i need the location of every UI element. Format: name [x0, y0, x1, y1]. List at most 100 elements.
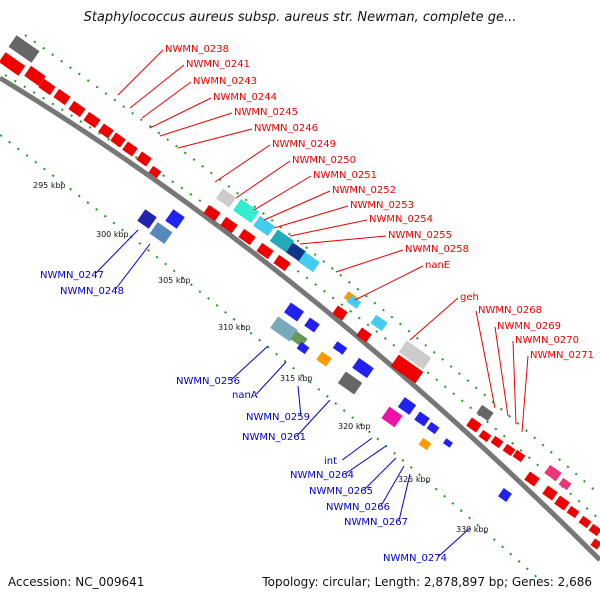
label-leader — [141, 81, 192, 119]
label-leader — [354, 265, 424, 301]
gene-arrow — [290, 330, 308, 348]
gene-arrow — [544, 464, 562, 482]
gene-label-reverse: NWMN_0259 — [246, 412, 310, 423]
scale-tick-label: 300 kbp — [96, 230, 129, 239]
gene-arrow — [203, 204, 221, 222]
label-leader — [114, 243, 151, 291]
dotted-tracks — [0, 34, 600, 581]
gene-arrow — [216, 188, 236, 208]
gene-arrow — [284, 302, 304, 322]
gene-layer — [0, 35, 600, 550]
gene-arrow — [273, 254, 291, 272]
gene-label-forward: NWMN_0243 — [193, 76, 257, 87]
label-leader — [296, 399, 331, 437]
gene-arrow — [414, 411, 430, 427]
gene-arrow — [149, 222, 173, 244]
gene-label-forward: NWMN_0249 — [272, 139, 336, 150]
label-leader — [230, 345, 269, 381]
gene-label-forward: NWMN_0251 — [313, 170, 377, 181]
gene-arrow — [466, 417, 482, 433]
gene-arrow — [558, 477, 572, 491]
gene-label-forward: NWMN_0268 — [478, 305, 542, 316]
gene-label-forward: NWMN_0241 — [186, 59, 250, 70]
gene-arrow — [122, 141, 138, 157]
gene-arrow — [136, 151, 152, 167]
scale-tick-label: 310 kbp — [218, 323, 251, 332]
gene-arrow — [498, 488, 512, 502]
gene-label-reverse: nanA — [232, 390, 258, 401]
gene-arrow — [137, 209, 157, 229]
gene-arrow — [502, 443, 516, 457]
gene-label-forward: nanE — [425, 260, 450, 271]
gene-arrow — [397, 397, 417, 415]
label-leader — [129, 64, 185, 109]
gene-arrow — [590, 538, 600, 550]
label-layer: NWMN_0238NWMN_0241NWMN_0243NWMN_0244NWMN… — [40, 44, 594, 564]
gene-label-forward: NWMN_0269 — [497, 321, 561, 332]
label-leader — [494, 326, 509, 417]
label-leader — [273, 205, 349, 229]
gene-arrow — [256, 242, 274, 260]
gene-label-reverse: NWMN_0247 — [40, 270, 104, 281]
gene-arrow — [332, 305, 348, 321]
scale-tick-label: 320 kbp — [338, 422, 371, 431]
gene-label-forward: geh — [460, 292, 479, 303]
gene-label-forward: NWMN_0250 — [292, 155, 356, 166]
gene-arrow — [8, 35, 40, 63]
gene-label-reverse: int — [324, 456, 337, 467]
gene-arrow — [232, 198, 260, 224]
label-leader — [521, 355, 529, 433]
gene-arrow — [554, 495, 570, 511]
label-leader — [177, 128, 253, 149]
gene-label-forward: NWMN_0254 — [369, 214, 433, 225]
gene-label-forward: NWMN_0252 — [332, 185, 396, 196]
gene-label-forward: NWMN_0246 — [254, 123, 318, 134]
gene-arrow — [478, 429, 492, 443]
gene-arrow — [269, 229, 295, 253]
scale-tick-label: 305 kbp — [158, 276, 191, 285]
label-leader — [263, 190, 331, 221]
label-leader — [214, 144, 271, 183]
label-leader — [363, 457, 397, 491]
gene-arrow — [0, 52, 26, 76]
gene-label-reverse: NWMN_0248 — [60, 286, 124, 297]
label-leader — [398, 473, 411, 522]
label-lines — [94, 49, 529, 558]
gene-arrow — [426, 421, 440, 435]
gene-label-reverse: NWMN_0264 — [290, 470, 354, 481]
gene-arrow — [53, 88, 71, 106]
label-leader — [117, 49, 164, 96]
gene-label-forward: NWMN_0238 — [165, 44, 229, 55]
gene-label-reverse: NWMN_0266 — [326, 502, 390, 513]
label-leader — [235, 160, 291, 199]
gene-label-forward: NWMN_0258 — [405, 244, 469, 255]
gene-label-reverse: NWMN_0267 — [344, 517, 408, 528]
gene-arrow — [316, 351, 332, 367]
gene-arrow — [337, 371, 363, 395]
label-leader — [475, 310, 496, 409]
gene-label-reverse: NWMN_0274 — [383, 553, 447, 564]
gene-label-reverse: NWMN_0265 — [309, 486, 373, 497]
label-leader — [253, 175, 312, 211]
label-leader — [342, 437, 373, 461]
gene-arrow — [524, 471, 540, 487]
outer-track-1 — [24, 34, 600, 496]
gene-arrow — [304, 317, 320, 333]
label-leader — [159, 112, 233, 137]
gene-label-reverse: NWMN_0256 — [176, 376, 240, 387]
gene-arrow — [381, 406, 403, 428]
gene-arrow — [296, 341, 310, 355]
gene-arrow — [566, 505, 580, 519]
label-leader — [149, 97, 212, 129]
gene-arrow — [512, 449, 526, 463]
label-leader — [256, 361, 287, 395]
gene-arrow — [390, 354, 424, 384]
gene-arrow — [68, 100, 86, 118]
gene-arrow — [148, 165, 162, 179]
gene-arrow — [476, 404, 494, 422]
label-leader — [409, 297, 459, 341]
gene-arrow — [298, 251, 320, 273]
